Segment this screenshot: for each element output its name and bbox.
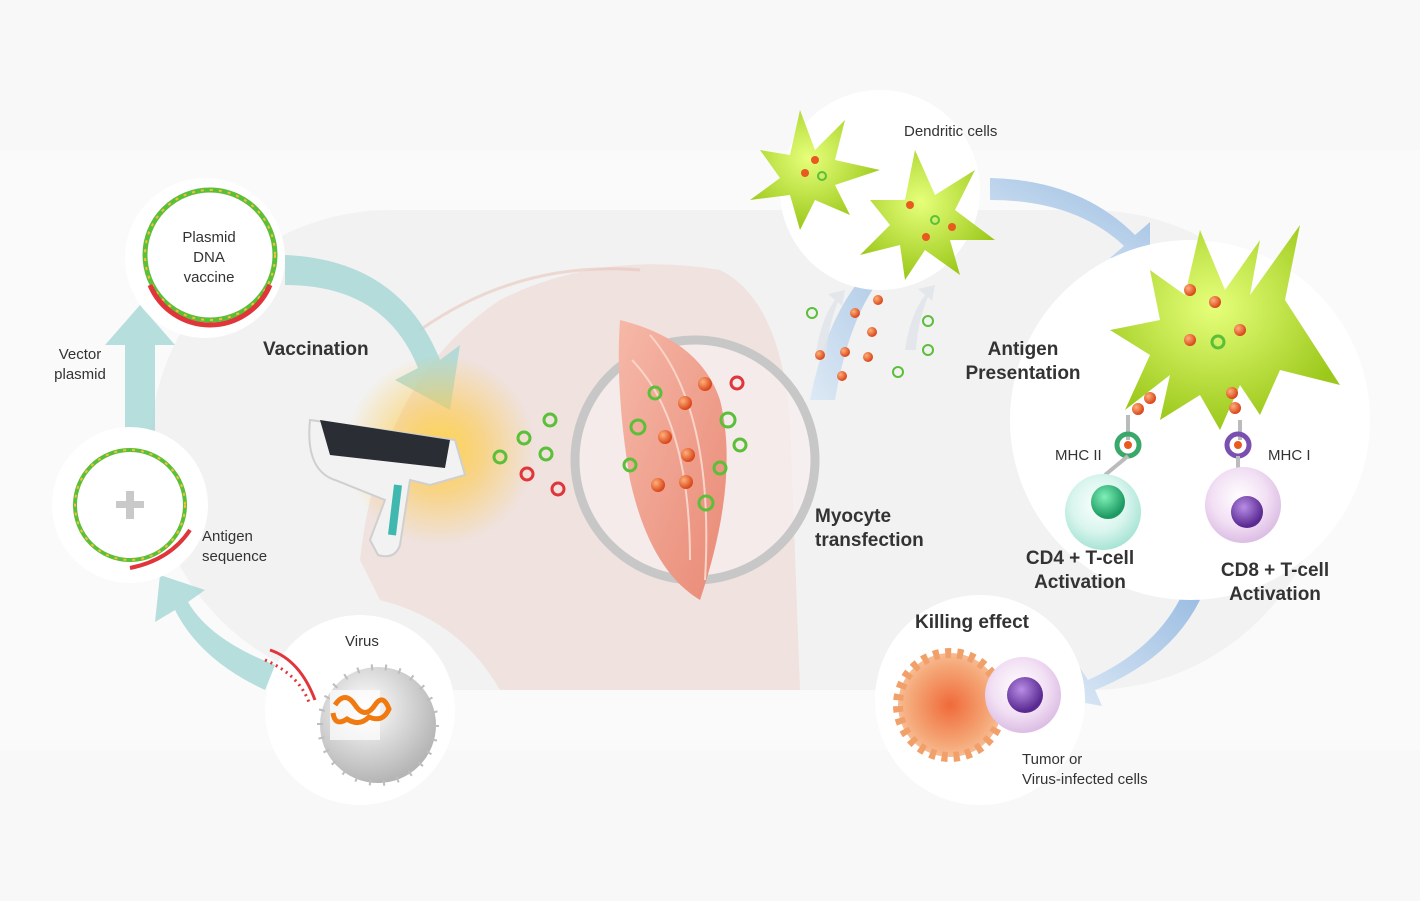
tumor-cells-label: Tumor or Virus-infected cells bbox=[1022, 750, 1148, 790]
side-export-arrow-left bbox=[815, 290, 845, 360]
virus-label: Virus bbox=[345, 633, 379, 650]
antigen-presentation-arrow bbox=[990, 178, 1150, 262]
dendritic-cell-bottom bbox=[860, 150, 995, 280]
cd4-line2: Activation bbox=[1034, 572, 1126, 593]
plasmid-label-line3: vaccine bbox=[183, 269, 235, 286]
killing-effect-label: Killing effect bbox=[915, 612, 1030, 633]
dendritic-cell-large bbox=[1110, 225, 1340, 430]
vector-plasmid-line2: plasmid bbox=[54, 366, 106, 383]
vector-plasmid-arrow bbox=[105, 305, 175, 440]
vector-plasmid-ring-icon bbox=[73, 448, 192, 570]
antigen-sequence-line2: sequence bbox=[202, 548, 268, 565]
myocyte-line1: Myocyte bbox=[815, 506, 892, 527]
plasmid-dna-vaccine-label: Plasmid DNA vaccine bbox=[162, 228, 256, 288]
killer-t-cell-icon bbox=[985, 657, 1061, 733]
myocyte-transfection-label: Myocyte transfection bbox=[815, 505, 924, 553]
antigen-presentation-line2: Presentation bbox=[965, 363, 1081, 384]
tumor-line1: Tumor or bbox=[1022, 751, 1083, 768]
cd8-t-cell-icon bbox=[1205, 467, 1281, 543]
cd8-line1: CD8 + T-cell bbox=[1220, 560, 1330, 581]
killing-effect-arrow bbox=[1068, 595, 1200, 706]
mhc-i-receptor-icon bbox=[1224, 420, 1252, 475]
vector-plasmid-label: Vector plasmid bbox=[40, 345, 120, 385]
dna-injector-device-icon bbox=[308, 418, 467, 558]
vector-plasmid-line1: Vector bbox=[58, 346, 102, 363]
myocyte-line2: transfection bbox=[815, 530, 924, 551]
transfection-export-arrow bbox=[810, 240, 905, 400]
antigen-sequence-arrow bbox=[155, 575, 275, 690]
plus-icon bbox=[116, 491, 144, 519]
plasmid-vaccine-bubble bbox=[125, 178, 285, 338]
tumor-line2: Virus-infected cells bbox=[1022, 771, 1148, 788]
mhc-ii-stalk bbox=[1103, 454, 1130, 477]
cd4-line1: CD4 + T-cell bbox=[1025, 548, 1135, 569]
dendritic-cells-label: Dendritic cells bbox=[904, 123, 998, 140]
antigen-sequence-line1: Antigen bbox=[202, 528, 253, 545]
cd8-line2: Activation bbox=[1229, 584, 1321, 605]
plasmid-dna-ring-icon bbox=[142, 187, 278, 328]
antigen-sequence-label: Antigen sequence bbox=[202, 527, 267, 567]
cd8-activation-label: CD8 + T-cell Activation bbox=[1200, 559, 1350, 607]
shoulder-contour bbox=[419, 267, 641, 332]
cd4-activation-label: CD4 + T-cell Activation bbox=[1005, 547, 1155, 595]
mhc-ii-label: MHC II bbox=[1055, 447, 1102, 464]
muscle-fiber-icon bbox=[618, 320, 727, 600]
virus-particle-icon bbox=[264, 648, 439, 786]
cd4-t-cell-icon bbox=[1065, 474, 1141, 550]
vaccination-label: Vaccination bbox=[263, 339, 369, 360]
plasmid-label-line1: Plasmid bbox=[182, 229, 236, 246]
side-export-arrow-right bbox=[905, 285, 935, 350]
plasmid-particles bbox=[492, 307, 934, 512]
antigen-presentation-label: Antigen Presentation bbox=[958, 338, 1088, 386]
plasmid-label-line2: DNA bbox=[193, 249, 225, 266]
dendritic-cell-top-left bbox=[750, 110, 880, 230]
antigen-presentation-line1: Antigen bbox=[987, 339, 1059, 360]
antigen-dots-muscle bbox=[651, 295, 883, 492]
mhc-i-label: MHC I bbox=[1268, 447, 1311, 464]
